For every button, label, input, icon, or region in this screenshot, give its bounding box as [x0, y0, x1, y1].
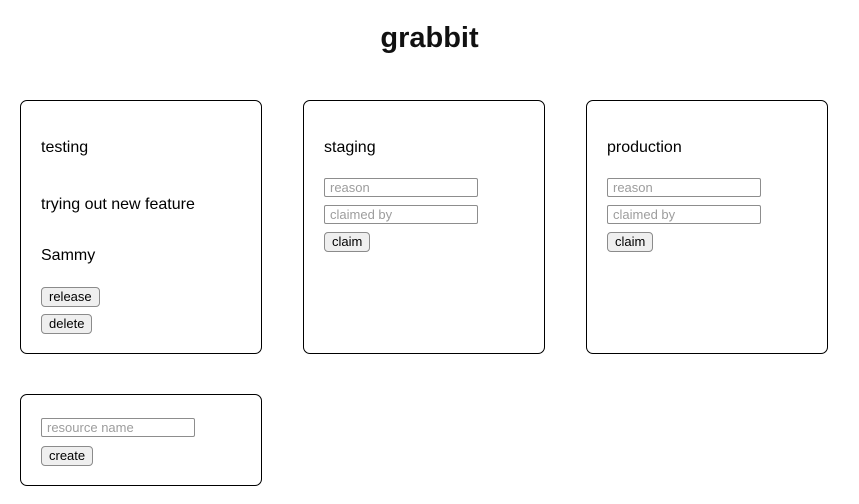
create-button[interactable]: create — [41, 446, 94, 466]
delete-button-row: delete — [41, 314, 241, 334]
create-button-row: create — [41, 446, 241, 466]
resource-card-production: production claim — [586, 100, 828, 354]
claim-reason-text: trying out new feature — [41, 196, 195, 213]
page-title: grabbit — [380, 22, 479, 54]
reason-input[interactable] — [324, 178, 478, 197]
claim-button[interactable]: claim — [607, 232, 654, 252]
claim-button[interactable]: claim — [324, 232, 371, 252]
resource-name: production — [607, 139, 682, 156]
claim-button-row: claim — [607, 232, 807, 252]
create-resource-card: create — [20, 394, 262, 486]
grabbit-app: grabbit testing trying out new feature S… — [20, 22, 859, 486]
claimed-by-input[interactable] — [607, 205, 761, 224]
delete-button[interactable]: delete — [41, 314, 93, 334]
resource-name-input[interactable] — [41, 418, 195, 437]
resource-name: staging — [324, 139, 376, 156]
claimed-by-input[interactable] — [324, 205, 478, 224]
claimed-by-text: Sammy — [41, 247, 96, 264]
claim-button-row: claim — [324, 232, 524, 252]
release-button-row: release — [41, 287, 241, 307]
resource-card-staging: staging claim — [303, 100, 545, 354]
resources-row: testing trying out new feature Sammy rel… — [20, 100, 859, 354]
resource-card-testing: testing trying out new feature Sammy rel… — [20, 100, 262, 354]
resource-name: testing — [41, 139, 89, 156]
release-button[interactable]: release — [41, 287, 100, 307]
reason-input[interactable] — [607, 178, 761, 197]
